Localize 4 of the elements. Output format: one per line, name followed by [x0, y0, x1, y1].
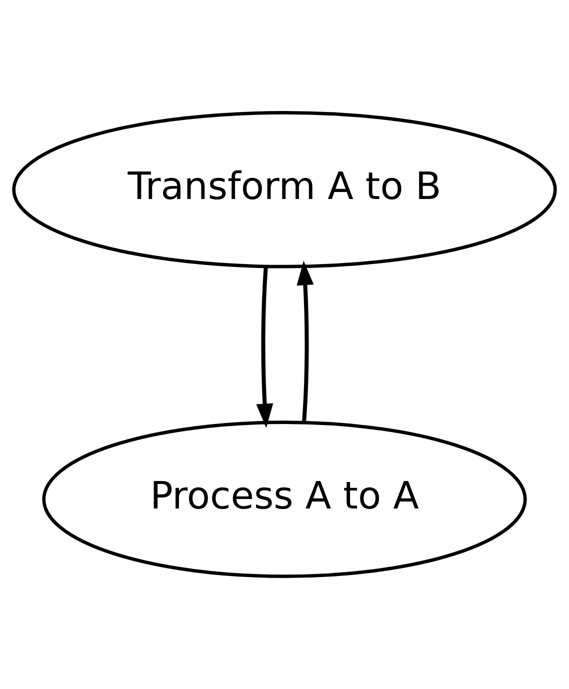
arrow — [256, 266, 274, 428]
arrow — [296, 260, 314, 422]
node-ellipse: Process A to A — [42, 420, 527, 578]
node-ellipse: Transform A to B — [12, 111, 557, 268]
